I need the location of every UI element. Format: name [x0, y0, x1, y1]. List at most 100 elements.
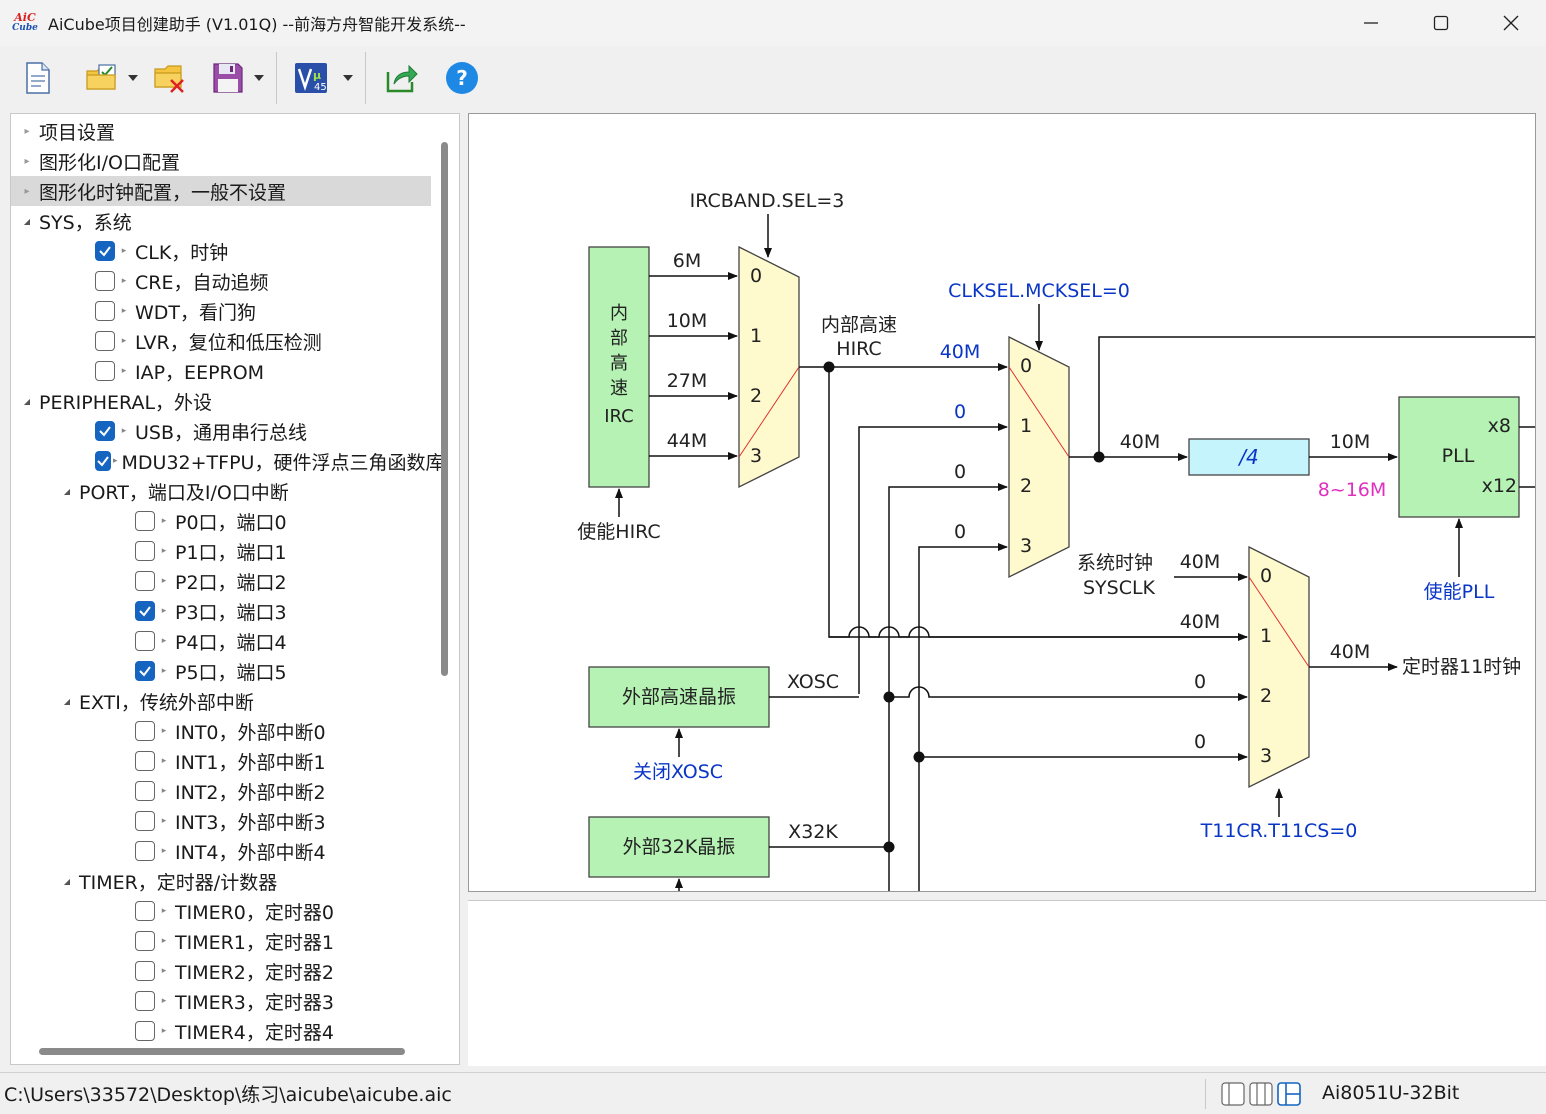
open-dropdown-button[interactable] — [124, 56, 142, 100]
expander-icon: ▸ — [161, 666, 167, 676]
collapse-arrow-icon[interactable]: ◢ — [63, 696, 71, 706]
layout-single-icon[interactable] — [1220, 1081, 1246, 1107]
tree-item[interactable]: ▸P2口，端口2 — [11, 566, 431, 596]
expander-icon: ▸ — [121, 246, 127, 256]
tree-item[interactable]: ▸CLK，时钟 — [11, 236, 431, 266]
tree-item-label: TIMER3，定时器3 — [175, 991, 334, 1014]
tree-checkbox[interactable] — [95, 271, 115, 291]
help-button[interactable]: ? — [440, 56, 484, 100]
enable-hirc-label: 使能HIRC — [577, 521, 660, 543]
tree-checkbox[interactable] — [95, 421, 115, 441]
tree-checkbox[interactable] — [135, 541, 155, 561]
save-button[interactable] — [206, 56, 250, 100]
svg-text:45: 45 — [314, 82, 327, 93]
tree-checkbox[interactable] — [135, 811, 155, 831]
tree-item[interactable]: ▸TIMER2，定时器2 — [11, 956, 431, 986]
tree-item-label: P1口，端口1 — [175, 541, 287, 564]
save-dropdown-button[interactable] — [250, 56, 268, 100]
tree-checkbox[interactable] — [135, 961, 155, 981]
tree-item[interactable]: ▸INT4，外部中断4 — [11, 836, 431, 866]
tree-item[interactable]: ▸P4口，端口4 — [11, 626, 431, 656]
layout-panel-icon[interactable] — [1276, 1081, 1302, 1107]
expander-icon: ▸ — [121, 366, 127, 376]
irc-char-2: 部 — [610, 328, 628, 349]
close-button[interactable] — [1476, 0, 1546, 46]
tree-checkbox[interactable] — [95, 361, 115, 381]
mux3-in-label-2: 0 — [1194, 671, 1206, 693]
tree-checkbox[interactable] — [95, 241, 115, 261]
new-file-button[interactable] — [16, 56, 60, 100]
collapse-arrow-icon[interactable]: ◢ — [23, 216, 31, 226]
tree-item-label: TIMER1，定时器1 — [175, 931, 334, 954]
tree-group[interactable]: ◢SYS，系统 — [11, 206, 431, 236]
tree-item[interactable]: ▸USB，通用串行总线 — [11, 416, 431, 446]
tree-checkbox[interactable] — [135, 571, 155, 591]
tree-group[interactable]: ◢PORT，端口及I/O口中断 — [11, 476, 431, 506]
export-button[interactable] — [380, 56, 424, 100]
tree-checkbox[interactable] — [135, 1021, 155, 1041]
generate-dropdown-button[interactable] — [339, 56, 357, 100]
config-tree[interactable]: ▸项目设置▸图形化I/O口配置▸图形化时钟配置，一般不设置◢SYS，系统▸CLK… — [10, 113, 460, 1065]
tree-checkbox[interactable] — [135, 631, 155, 651]
maximize-button[interactable] — [1406, 0, 1476, 46]
tree-item[interactable]: ▸项目设置 — [11, 116, 431, 146]
close-project-icon — [154, 65, 184, 93]
toolbar-separator — [276, 52, 277, 104]
tree-item[interactable]: ▸WDT，看门狗 — [11, 296, 431, 326]
svg-text:μ: μ — [313, 69, 321, 82]
tree-checkbox[interactable] — [135, 751, 155, 771]
tree-item[interactable]: ▸INT1，外部中断1 — [11, 746, 431, 776]
tree-item[interactable]: ▸TIMER0，定时器0 — [11, 896, 431, 926]
tree-item[interactable]: ▸INT2，外部中断2 — [11, 776, 431, 806]
tree-checkbox[interactable] — [135, 601, 155, 621]
tree-item[interactable]: ▸INT0，外部中断0 — [11, 716, 431, 746]
collapse-arrow-icon[interactable]: ◢ — [63, 486, 71, 496]
tree-item[interactable]: ▸图形化时钟配置，一般不设置 — [11, 176, 431, 206]
tree-item[interactable]: ▸LVR，复位和低压检测 — [11, 326, 431, 356]
tree-item-label: INT3，外部中断3 — [175, 811, 326, 834]
tree-item[interactable]: ▸TIMER4，定时器4 — [11, 1016, 431, 1046]
tree-checkbox[interactable] — [95, 451, 111, 471]
tree-vertical-scrollbar[interactable] — [441, 142, 448, 676]
minimize-button[interactable] — [1336, 0, 1406, 46]
tree-checkbox[interactable] — [135, 511, 155, 531]
tree-item[interactable]: ▸P1口，端口1 — [11, 536, 431, 566]
tree-checkbox[interactable] — [135, 841, 155, 861]
open-project-button[interactable] — [80, 56, 124, 100]
tree-checkbox[interactable] — [135, 931, 155, 951]
tree-item[interactable]: ▸ P5口，端口5 — [11, 656, 431, 686]
tree-checkbox[interactable] — [135, 991, 155, 1011]
tree-checkbox[interactable] — [135, 901, 155, 921]
tree-checkbox[interactable] — [135, 661, 155, 681]
tree-group[interactable]: ◢PERIPHERAL，外设 — [11, 386, 431, 416]
tree-checkbox[interactable] — [95, 301, 115, 321]
tree-group[interactable]: ◢TIMER，定时器/计数器 — [11, 866, 431, 896]
tree-item-label: P5口，端口5 — [175, 661, 287, 684]
tree-item[interactable]: ▸P3口，端口3 — [11, 596, 431, 626]
freq-44m: 44M — [667, 430, 708, 452]
tree-item[interactable]: ▸ TIMER3，定时器3 — [11, 986, 431, 1016]
tree-item[interactable]: ▸MDU32+TFPU，硬件浮点三角函数库 — [11, 446, 444, 476]
mux3-in-1: 1 — [1260, 625, 1272, 647]
minimize-icon — [1364, 22, 1378, 24]
tree-checkbox[interactable] — [135, 721, 155, 741]
new-file-icon — [26, 62, 50, 94]
tree-checkbox[interactable] — [95, 331, 115, 351]
layout-split-icon[interactable] — [1248, 1081, 1274, 1107]
tree-checkbox[interactable] — [135, 781, 155, 801]
generate-code-button[interactable]: μ 45 — [289, 56, 333, 100]
tree-item[interactable]: ▸图形化I/O口配置 — [11, 146, 431, 176]
collapse-arrow-icon[interactable]: ◢ — [23, 396, 31, 406]
tree-item[interactable]: ▸INT3，外部中断3 — [11, 806, 431, 836]
tree-item[interactable]: ▸IAP，EEPROM — [11, 356, 431, 386]
expander-icon: ▸ — [161, 996, 167, 1006]
tree-item[interactable]: ▸P0口，端口0 — [11, 506, 431, 536]
collapse-arrow-icon[interactable]: ◢ — [63, 876, 71, 886]
close-project-button[interactable] — [148, 56, 192, 100]
window-controls — [1336, 0, 1546, 46]
divider-label: /4 — [1237, 445, 1258, 469]
tree-item[interactable]: ▸CRE，自动追频 — [11, 266, 431, 296]
tree-group[interactable]: ◢EXTI，传统外部中断 — [11, 686, 431, 716]
tree-horizontal-scrollbar[interactable] — [39, 1048, 405, 1055]
tree-item[interactable]: ▸TIMER1，定时器1 — [11, 926, 431, 956]
